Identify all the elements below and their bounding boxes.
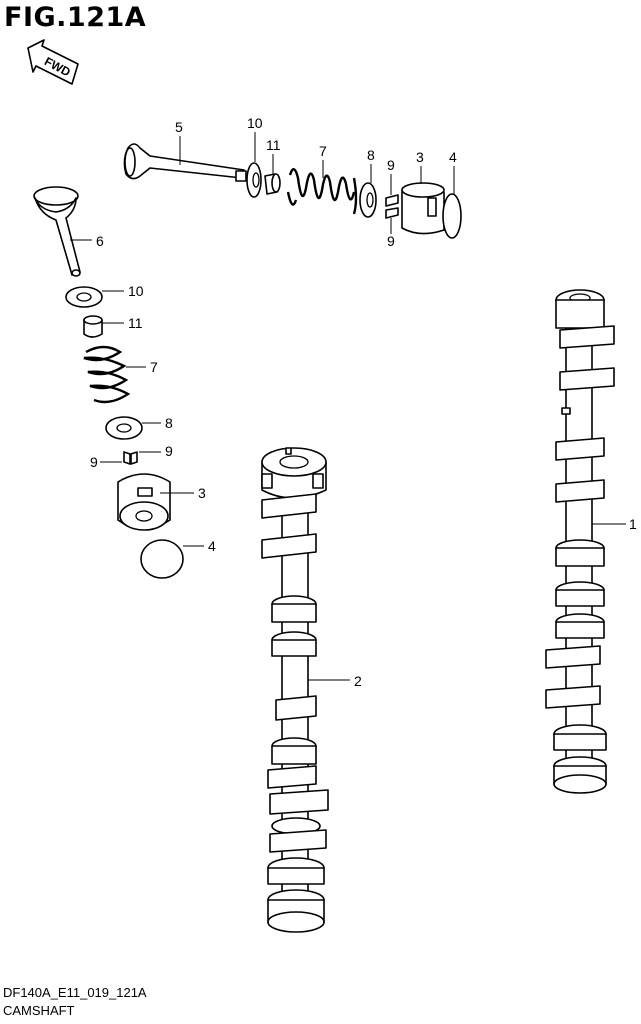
tappet-shim-top (442, 193, 462, 239)
callout-11-left: 11 (128, 315, 143, 331)
fwd-arrow: FWD (27, 39, 79, 85)
callout-10-top: 10 (247, 115, 263, 131)
figure-title: FIG.121A (4, 2, 147, 33)
section-name: CAMSHAFT (3, 1003, 75, 1018)
callouts-left-column: 6 10 11 7 8 9 9 3 4 (70, 233, 216, 554)
valve-spring-seat-left (65, 286, 103, 308)
callout-5: 5 (175, 119, 183, 135)
callouts-top-row: 5 10 11 7 8 9 3 4 9 (175, 115, 457, 249)
callout-7-left: 7 (150, 359, 158, 375)
valve-stem-seal-left (83, 315, 103, 338)
callout-8-left: 8 (165, 415, 173, 431)
callout-1: 1 (629, 516, 637, 532)
callout-4-top: 4 (449, 149, 457, 165)
callout-10-left: 10 (128, 283, 144, 299)
callout-9-top-a: 9 (387, 157, 395, 173)
valve-tappet-top (401, 182, 445, 235)
callout-11-top: 11 (266, 137, 281, 153)
valve-spring-seat-top (246, 162, 262, 198)
camshaft-intake (261, 447, 329, 933)
valve-spring-top (286, 168, 358, 215)
callout-6: 6 (96, 233, 104, 249)
callout-7-top: 7 (319, 143, 327, 159)
callout-2: 2 (354, 673, 362, 689)
valve-cotter-top (385, 194, 399, 219)
callout-4-left: 4 (208, 538, 216, 554)
camshaft-exhaust (545, 289, 615, 794)
valve-tappet-left (117, 473, 171, 531)
valve-exhaust (123, 143, 247, 182)
valve-cotter-left (123, 451, 138, 465)
valve-spring-retainer-top (359, 182, 377, 218)
callout-3-top: 3 (416, 149, 424, 165)
callout-3-left: 3 (198, 485, 206, 501)
valve-stem-seal-top (264, 173, 281, 195)
callout-group-1: 1 (592, 516, 637, 532)
callout-group-2: 2 (308, 673, 362, 689)
valve-intake (33, 186, 81, 277)
callout-9-left-a: 9 (90, 454, 98, 470)
callout-8-top: 8 (367, 147, 375, 163)
callout-9-left-b: 9 (165, 443, 173, 459)
valve-spring-retainer-left (105, 416, 143, 440)
valve-spring-left (83, 345, 131, 404)
drawing-code: DF140A_E11_019_121A (3, 985, 147, 1000)
tappet-shim-left (140, 539, 184, 579)
callout-9-top-b: 9 (387, 233, 395, 249)
